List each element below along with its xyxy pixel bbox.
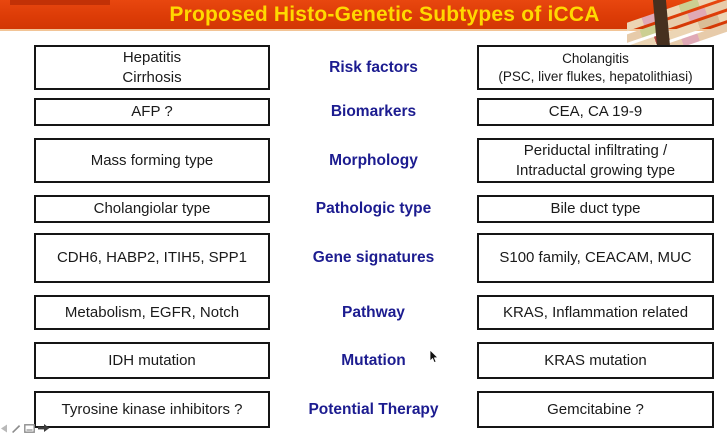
row-gene-signatures: CDH6, HABP2, ITIH5, SPP1 Gene signatures… — [0, 233, 727, 283]
right-box-pathway: KRAS, Inflammation related — [477, 295, 714, 330]
right-box-text: S100 family, CEACAM, MUC — [499, 249, 692, 267]
right-box-text: KRAS mutation — [544, 351, 647, 369]
left-box-mutation: IDH mutation — [34, 342, 270, 379]
right-box-potential-therapy: Gemcitabine ? — [477, 391, 714, 428]
category-label-gene-signatures: Gene signatures — [312, 249, 435, 266]
category-label-mutation: Mutation — [341, 351, 406, 369]
slide-title-bar: Proposed Histo-Genetic Subtypes of iCCA — [0, 0, 727, 31]
left-box-risk-factors: Hepatitis Cirrhosis — [34, 45, 270, 90]
category-label-morphology: Morphology — [329, 151, 418, 169]
row-pathologic-type: Cholangiolar type Pathologic type Bile d… — [0, 195, 727, 223]
right-box-text: Cholangitis (PSC, liver flukes, hepatoli… — [498, 50, 693, 84]
slide-menu-icon[interactable] — [24, 423, 35, 433]
category-label-biomarkers: Biomarkers — [330, 103, 417, 120]
left-box-text: Mass forming type — [90, 151, 214, 169]
category-label-risk-factors: Risk factors — [329, 58, 418, 76]
row-pathway: Metabolism, EGFR, Notch Pathway KRAS, In… — [0, 295, 727, 330]
mouse-cursor-icon — [429, 349, 441, 364]
left-box-text: Metabolism, EGFR, Notch — [64, 303, 240, 321]
row-morphology: Mass forming type Morphology Periductal … — [0, 138, 727, 183]
forward-arrow-icon[interactable] — [38, 423, 50, 433]
left-box-text: Tyrosine kinase inhibitors ? — [61, 400, 243, 418]
row-potential-therapy: Tyrosine kinase inhibitors ? Potential T… — [0, 391, 727, 428]
row-risk-factors: Hepatitis Cirrhosis Risk factors Cholang… — [0, 45, 727, 90]
right-box-text: KRAS, Inflammation related — [502, 303, 689, 321]
category-label-potential-therapy: Potential Therapy — [308, 400, 439, 418]
left-box-pathway: Metabolism, EGFR, Notch — [34, 295, 270, 330]
right-box-pathologic-type: Bile duct type — [477, 195, 714, 223]
right-box-text: Bile duct type — [550, 200, 641, 218]
right-box-text: Gemcitabine ? — [547, 400, 644, 418]
right-box-text: CEA, CA 19-9 — [548, 103, 643, 121]
row-biomarkers: AFP ? Biomarkers CEA, CA 19-9 — [0, 98, 727, 126]
left-box-morphology: Mass forming type — [34, 138, 270, 183]
slide-title: Proposed Histo-Genetic Subtypes of iCCA — [169, 2, 600, 26]
right-box-mutation: KRAS mutation — [477, 342, 714, 379]
left-box-potential-therapy: Tyrosine kinase inhibitors ? — [34, 391, 270, 428]
category-label-pathway: Pathway — [342, 303, 405, 321]
right-box-risk-factors: Cholangitis (PSC, liver flukes, hepatoli… — [477, 45, 714, 90]
left-box-text: AFP ? — [131, 103, 173, 121]
row-mutation: IDH mutation Mutation KRAS mutation — [0, 342, 727, 379]
left-box-text: CDH6, HABP2, ITIH5, SPP1 — [56, 249, 248, 267]
back-arrow-icon[interactable] — [0, 424, 8, 433]
right-box-gene-signatures: S100 family, CEACAM, MUC — [477, 233, 714, 283]
presenter-toolbar — [0, 422, 50, 434]
right-box-morphology: Periductal infiltrating / Intraductal gr… — [477, 138, 714, 183]
left-box-gene-signatures: CDH6, HABP2, ITIH5, SPP1 — [34, 233, 270, 283]
right-box-biomarkers: CEA, CA 19-9 — [477, 98, 714, 126]
left-box-biomarkers: AFP ? — [34, 98, 270, 126]
left-box-pathologic-type: Cholangiolar type — [34, 195, 270, 223]
left-box-text: Cholangiolar type — [93, 200, 211, 218]
pen-icon[interactable] — [11, 423, 21, 433]
left-box-text: IDH mutation — [108, 351, 196, 369]
right-box-text: Periductal infiltrating / Intraductal gr… — [515, 142, 676, 179]
category-label-pathologic-type: Pathologic type — [315, 200, 432, 217]
title-bar-dark-patch — [10, 0, 110, 5]
left-box-text: Hepatitis Cirrhosis — [122, 49, 182, 86]
